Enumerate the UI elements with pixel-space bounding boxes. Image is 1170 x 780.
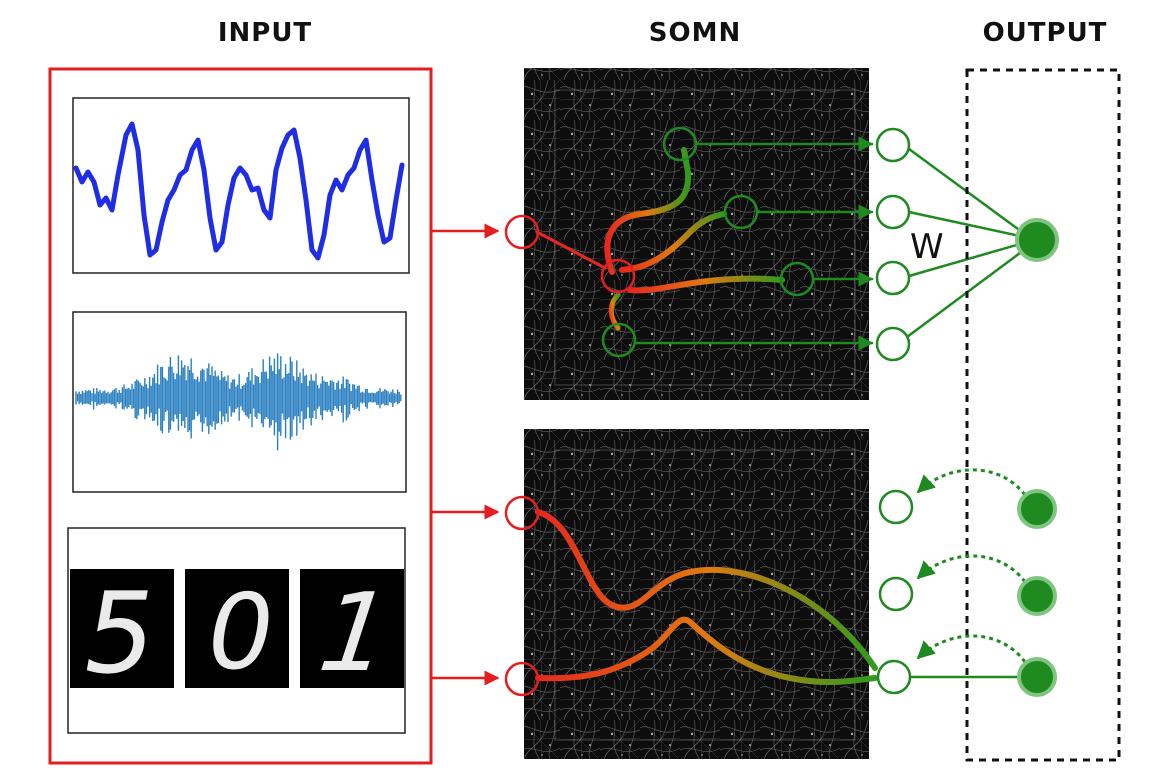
readout-node <box>878 489 914 525</box>
internal-node <box>779 261 815 297</box>
readout-weights <box>906 147 1025 339</box>
readout-node <box>876 659 912 695</box>
audio-waveform <box>75 353 402 451</box>
smooth-waveform-line <box>73 121 405 261</box>
bottom-network-pathways <box>535 509 878 686</box>
somn-network-image-bottom <box>524 429 869 759</box>
hub-node <box>600 258 636 294</box>
input-connectors <box>431 223 500 686</box>
readout-node <box>875 326 911 362</box>
top-network-pathways <box>535 136 874 351</box>
readout-node <box>875 127 911 163</box>
input-panel <box>48 67 433 765</box>
internal-node <box>723 194 759 230</box>
weight-label: W <box>910 227 944 267</box>
input-node <box>504 214 540 250</box>
internal-node <box>662 126 698 162</box>
readout-node <box>875 260 911 296</box>
mnist-digit-image <box>185 569 289 688</box>
smooth-waveform-panel <box>72 97 410 274</box>
readout-node <box>875 194 911 230</box>
output-node <box>1017 657 1057 697</box>
readout-node <box>878 576 914 612</box>
output-node <box>1017 489 1057 529</box>
mnist-digit-image <box>300 569 404 688</box>
mnist-panel: 5 0 1 <box>67 527 409 734</box>
output-node <box>1015 218 1059 262</box>
top-network-nodes <box>504 126 911 362</box>
output-node <box>1017 576 1057 616</box>
audio-waveform-panel <box>72 311 407 493</box>
somn-network-image-top <box>524 68 869 400</box>
input-node <box>504 661 540 697</box>
feedback-arcs <box>916 468 1027 663</box>
input-heading: INPUT <box>217 18 313 48</box>
internal-node <box>601 322 637 358</box>
mnist-digit-image <box>70 569 174 688</box>
output-heading: OUTPUT <box>982 18 1108 48</box>
input-node <box>504 495 540 531</box>
output-panel <box>965 68 1121 762</box>
somn-heading: SOMN <box>648 18 742 48</box>
